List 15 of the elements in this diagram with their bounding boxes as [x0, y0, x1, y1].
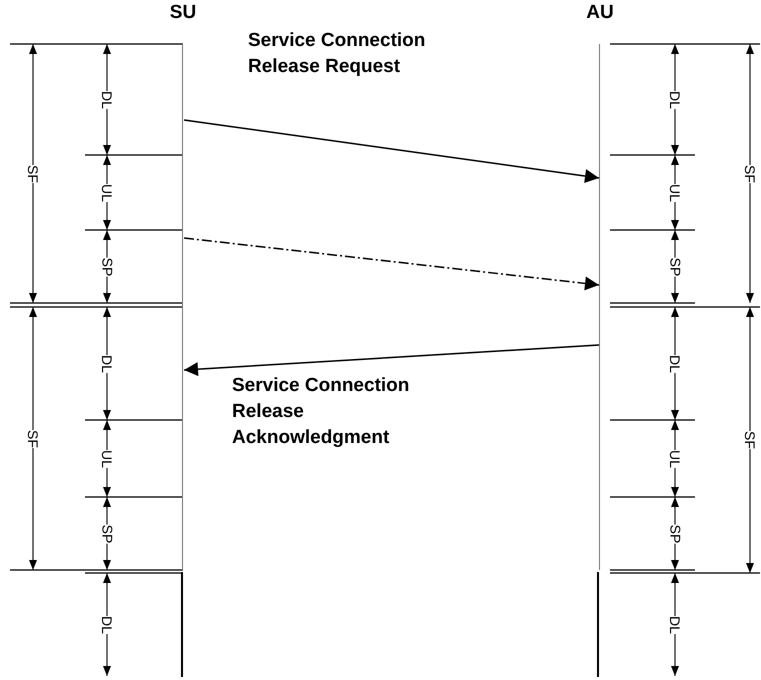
dimension-label: UL	[666, 184, 683, 202]
message-label: Service Connection Release Acknowledgment	[232, 374, 410, 450]
dimension-label: SF	[742, 431, 758, 449]
dimension-label: SF	[24, 430, 41, 448]
lifeline-label: SU	[168, 2, 198, 24]
dimension-label: UL	[98, 184, 115, 202]
dimension-label: SF	[742, 164, 758, 182]
lifeline-label: AU	[585, 2, 615, 24]
dimension-label: SF	[24, 164, 41, 182]
message-arrow	[184, 119, 600, 183]
message-arrow	[184, 237, 600, 290]
dimension-label: UL	[666, 450, 683, 468]
message-arrow	[184, 344, 600, 376]
message-label: Service Connection Release Request	[248, 29, 426, 79]
dimension-label: UL	[98, 450, 115, 468]
